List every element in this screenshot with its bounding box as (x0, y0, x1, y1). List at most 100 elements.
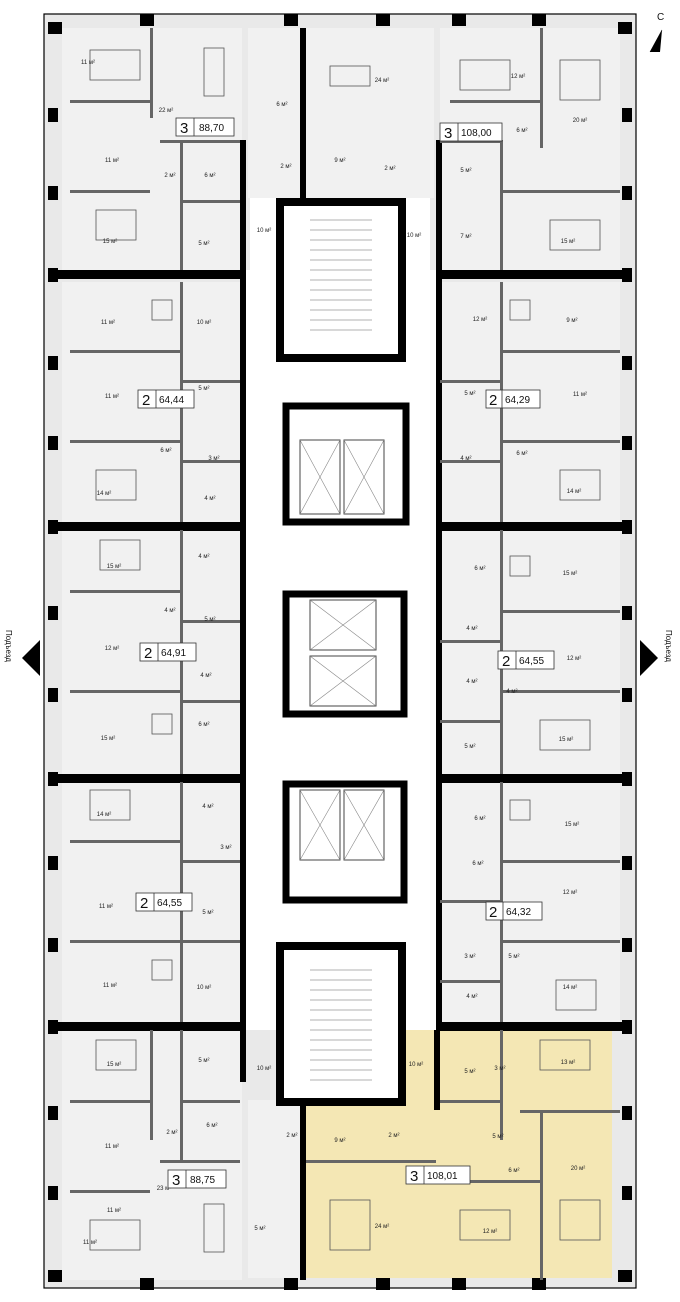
room-label: 4 м² (466, 994, 477, 1000)
room-label: 3 м² (464, 954, 475, 960)
room-label: 9 м² (566, 318, 577, 324)
party-walls (52, 28, 630, 1280)
room-label: 6 м² (472, 861, 483, 867)
apartment-rooms: 3 (172, 1172, 180, 1189)
apartment-tags: 3 88,70 3 108,00 2 64,44 2 64,29 2 64,91 (135, 117, 555, 1189)
room-label: 5 м² (204, 617, 215, 623)
room-label: 4 м² (506, 689, 517, 695)
room-label: 4 м² (204, 496, 215, 502)
apartment-tag[interactable]: 2 64,55 (497, 650, 555, 670)
apartment-tag[interactable]: 3 88,75 (167, 1169, 227, 1189)
apartment-area: 64,55 (519, 656, 544, 667)
apartment-rooms: 2 (140, 895, 148, 912)
room-label: 5 м² (460, 168, 471, 174)
room-label: 3 м² (208, 456, 219, 462)
room-label: 6 м² (508, 1168, 519, 1174)
apartment-area: 88,75 (190, 1175, 215, 1186)
apartment-tag[interactable]: 2 64,44 (137, 389, 195, 409)
room-label: 24 м² (375, 1224, 389, 1230)
room-label: 5 м² (464, 1069, 475, 1075)
room-label: 12 м² (511, 74, 525, 80)
apartment-tag[interactable]: 3 108,01 (405, 1165, 471, 1185)
room-label: 3 м² (220, 845, 231, 851)
room-label: 6 м² (206, 1123, 217, 1129)
room-label: 6 м² (204, 173, 215, 179)
apartment-rooms: 3 (444, 125, 452, 142)
entrance-marker-left: Подъезд (4, 630, 40, 676)
room-label: 15 м² (107, 1062, 121, 1068)
room-label: 10 м² (257, 228, 271, 234)
room-label: 6 м² (474, 566, 485, 572)
room-label: 14 м² (563, 985, 577, 991)
room-label: 2 м² (286, 1133, 297, 1139)
apartment-tag[interactable]: 2 64,29 (485, 389, 541, 409)
room-label: 15 м² (561, 239, 575, 245)
room-label: 11 м² (83, 1240, 97, 1246)
room-label: 2 м² (164, 173, 175, 179)
room-label: 11 м² (81, 60, 95, 66)
facade-columns (48, 14, 632, 1290)
room-label: 11 м² (105, 1144, 119, 1150)
room-label: 15 м² (559, 737, 573, 743)
room-label: 14 м² (97, 491, 111, 497)
room-label: 11 м² (99, 904, 113, 910)
apartment-area: 108,01 (427, 1171, 458, 1182)
room-label: 9 м² (334, 1138, 345, 1144)
apartment-rooms: 2 (489, 904, 497, 921)
room-label: 5 м² (464, 744, 475, 750)
room-label: 11 м² (105, 158, 119, 164)
room-label: 5 м² (508, 954, 519, 960)
room-label: 11 м² (103, 983, 117, 989)
room-label: 22 м² (159, 108, 173, 114)
apartment-tag[interactable]: 3 88,70 (175, 117, 235, 137)
room-label: 10 м² (409, 1062, 423, 1068)
room-label: 15 м² (107, 564, 121, 570)
apartment-tag[interactable]: 2 64,32 (485, 901, 543, 921)
room-label: 10 м² (197, 985, 211, 991)
building-core (276, 198, 410, 1106)
room-label: 6 м² (516, 128, 527, 134)
room-label: 15 м² (101, 736, 115, 742)
room-label: 13 м² (561, 1060, 575, 1066)
room-labels: 11 м² 22 м² 11 м² 2 м² 6 м² 15 м² 5 м² 1… (81, 60, 587, 1246)
room-label: 3 м² (494, 1066, 505, 1072)
room-label: 10 м² (257, 1066, 271, 1072)
apartment-tag[interactable]: 2 64,91 (139, 642, 197, 662)
room-label: 2 м² (388, 1133, 399, 1139)
room-label: 15 м² (103, 239, 117, 245)
room-label: 5 м² (198, 386, 209, 392)
room-label: 12 м² (105, 646, 119, 652)
room-label: 12 м² (483, 1229, 497, 1235)
room-block (248, 1100, 306, 1278)
room-label: 6 м² (198, 722, 209, 728)
room-label: 5 м² (492, 1134, 503, 1140)
room-label: 14 м² (567, 489, 581, 495)
apartment-tag[interactable]: 2 64,55 (135, 892, 193, 912)
room-label: 2 м² (384, 166, 395, 172)
room-label: 9 м² (334, 158, 345, 164)
room-label: 5 м² (198, 241, 209, 247)
room-label: 4 м² (466, 679, 477, 685)
room-label: 5 м² (198, 1058, 209, 1064)
apartment-tag[interactable]: 3 108,00 (439, 122, 503, 142)
room-label: 20 м² (571, 1166, 585, 1172)
room-label: 11 м² (107, 1208, 121, 1214)
room-label: 5 м² (254, 1226, 265, 1232)
apartment-rooms: 2 (142, 392, 150, 409)
room-label: 15 м² (565, 822, 579, 828)
room-label: 4 м² (202, 804, 213, 810)
apartment-rooms: 2 (489, 392, 497, 409)
room-label: 6 м² (474, 816, 485, 822)
apartment-area: 64,55 (157, 898, 182, 909)
room-label: 5 м² (202, 910, 213, 916)
room-label: 11 м² (573, 392, 587, 398)
room-block (248, 28, 434, 198)
room-label: 6 м² (516, 451, 527, 457)
room-label: 24 м² (375, 78, 389, 84)
apartment-rooms: 2 (502, 653, 510, 670)
room-label: 2 м² (166, 1130, 177, 1136)
room-label: 10 м² (197, 320, 211, 326)
room-label: 11 м² (105, 394, 119, 400)
entrance-label: Подъезд (4, 630, 13, 662)
